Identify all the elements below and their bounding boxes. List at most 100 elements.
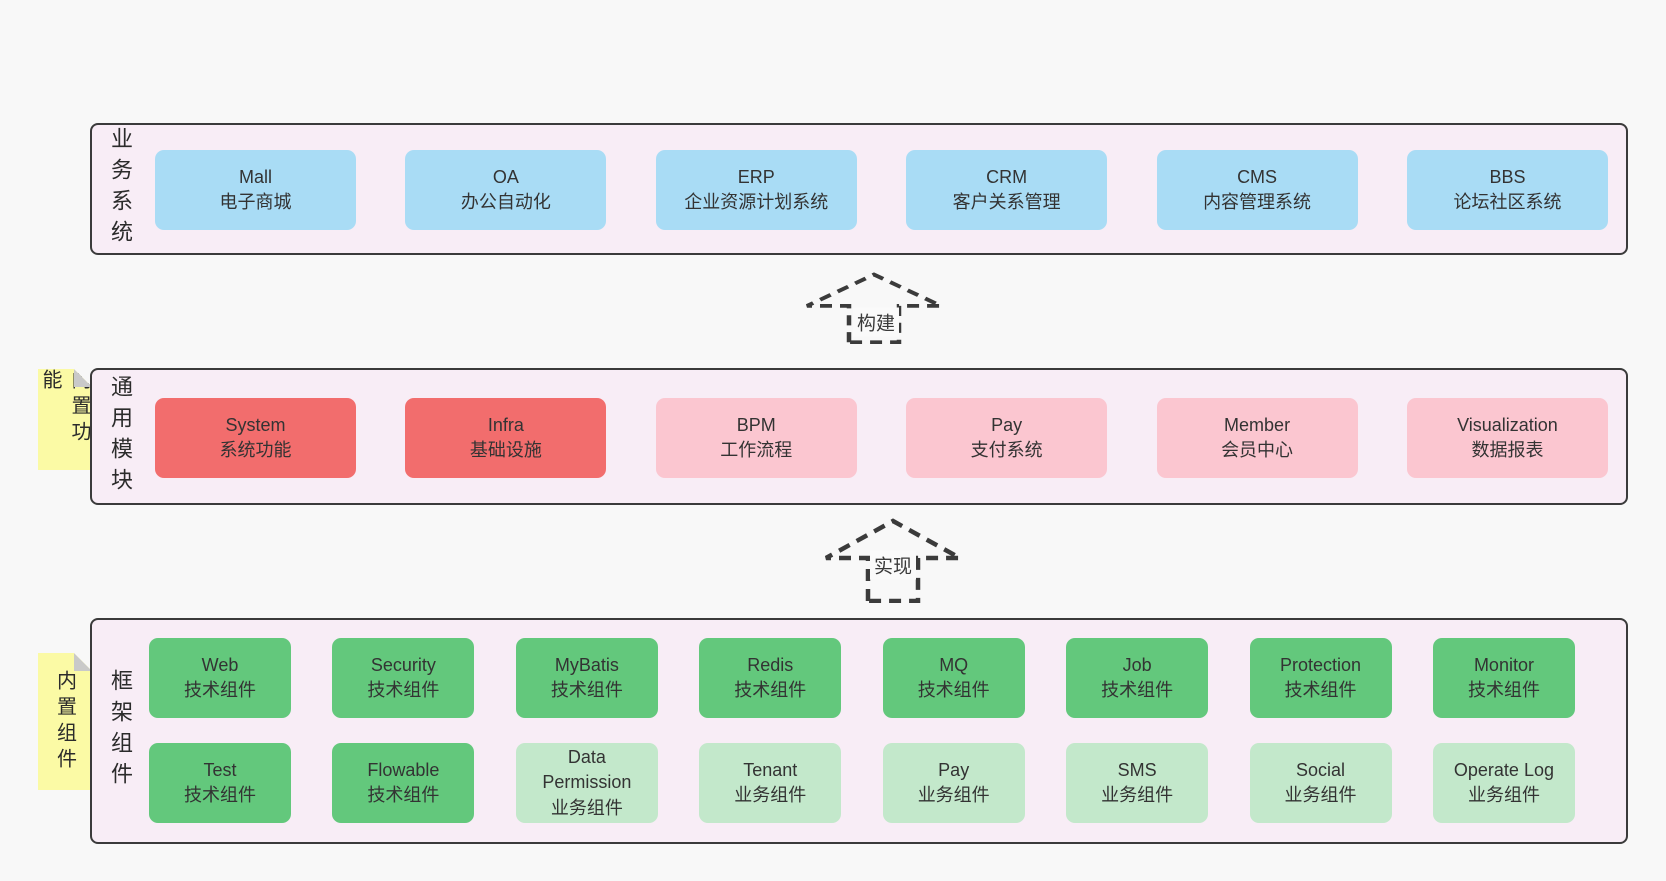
module-box-bbs: BBS 论坛社区系统 — [1406, 150, 1608, 230]
box-subtitle: 企业资源计划系统 — [684, 192, 829, 212]
box-title: BBS — [1489, 166, 1526, 187]
sticky-note-built-in-features: 内置功能 — [38, 369, 92, 470]
box-subtitle: 会员中心 — [1221, 440, 1294, 460]
box-title: Social — [1296, 759, 1346, 780]
module-box-mq: MQ 技术组件 — [882, 638, 1025, 718]
box-subtitle: 技术组件 — [367, 680, 440, 700]
box-title: CMS — [1237, 166, 1278, 187]
box-title: Security — [370, 654, 436, 675]
box-subtitle: 技术组件 — [734, 680, 807, 700]
box-subtitle: 技术组件 — [184, 680, 256, 700]
box-title: MQ — [939, 654, 969, 675]
box-subtitle: 工作流程 — [720, 440, 793, 460]
box-title: OA — [492, 166, 519, 187]
module-box-social: Social 业务组件 — [1249, 743, 1392, 823]
box-title: Test — [203, 759, 237, 780]
box-subtitle: 技术组件 — [1101, 680, 1174, 700]
box-title: Job — [1122, 654, 1152, 675]
module-box-monitor: Monitor 技术组件 — [1432, 638, 1575, 718]
box-subtitle: 论坛社区系统 — [1453, 192, 1562, 212]
module-box-test: Test 技术组件 — [149, 743, 291, 823]
box-title: CRM — [986, 166, 1028, 187]
box-title: Pay — [991, 414, 1023, 435]
module-box-security: Security 技术组件 — [332, 638, 475, 718]
box-title: Pay — [938, 759, 970, 780]
module-box-mall: Mall 电子商城 — [155, 150, 356, 230]
module-box-redis: Redis 技术组件 — [699, 638, 842, 718]
box-title: Infra — [487, 414, 524, 435]
module-box-crm: CRM 客户关系管理 — [906, 150, 1108, 230]
box-title: Operate Log — [1453, 759, 1554, 780]
module-box-pay: Pay 业务组件 — [882, 743, 1025, 823]
box-title: Monitor — [1473, 654, 1534, 675]
box-subtitle: 业务组件 — [1284, 785, 1357, 805]
module-box-visualization: Visualization 数据报表 — [1406, 398, 1608, 478]
module-box-system: System 系统功能 — [155, 398, 356, 478]
modules-boxes-row: System 系统功能 Infra 基础设施 BPM 工作流程 Pay 支付系统 Member 会… — [155, 398, 1608, 478]
box-subtitle: 客户关系管理 — [952, 192, 1061, 212]
arrow-label-build: 构建 — [852, 307, 900, 337]
box-subtitle: 数据报表 — [1471, 440, 1544, 460]
box-subtitle: 技术组件 — [550, 680, 623, 700]
layer-label-components: 框架组件 — [108, 669, 133, 793]
module-box-flowable: Flowable 技术组件 — [332, 743, 475, 823]
arrow-label-implement: 实现 — [869, 550, 917, 580]
box-subtitle: 系统功能 — [219, 440, 292, 460]
module-box-infra: Infra 基础设施 — [405, 398, 607, 478]
box-title: Mall — [238, 166, 272, 187]
module-box-sms: SMS 业务组件 — [1066, 743, 1209, 823]
business-boxes-row: Mall 电子商城 OA 办公自动化 ERP 企业资源计划系统 CRM 客户关系管理 CMS 内容… — [155, 150, 1608, 230]
box-subtitle: 技术组件 — [1467, 680, 1540, 700]
box-subtitle: 内容管理系统 — [1203, 192, 1312, 212]
module-box-job: Job 技术组件 — [1066, 638, 1209, 718]
box-title: Data Permission — [542, 747, 632, 793]
box-title: Member — [1224, 414, 1291, 435]
sticky-note-built-in-components: 内置组件 — [38, 653, 92, 790]
layer-label-modules: 通用模块 — [108, 374, 133, 499]
box-subtitle: 办公自动化 — [460, 192, 551, 212]
box-title: Web — [201, 654, 239, 675]
up-arrow-icon — [804, 272, 944, 344]
box-title: ERP — [737, 166, 775, 187]
module-box-oa: OA 办公自动化 — [405, 150, 607, 230]
module-box-cms: CMS 内容管理系统 — [1156, 150, 1358, 230]
box-subtitle: 技术组件 — [1284, 680, 1357, 700]
module-box-protection: Protection 技术组件 — [1249, 638, 1392, 718]
module-box-pay: Pay 支付系统 — [906, 398, 1108, 478]
box-subtitle: 技术组件 — [184, 785, 256, 805]
box-title: Flowable — [367, 759, 440, 780]
module-box-tenant: Tenant 业务组件 — [699, 743, 842, 823]
module-box-erp: ERP 企业资源计划系统 — [655, 150, 857, 230]
box-subtitle: 技术组件 — [367, 785, 440, 805]
box-subtitle: 支付系统 — [970, 440, 1043, 460]
box-title: Tenant — [743, 759, 798, 780]
box-subtitle: 业务组件 — [917, 785, 990, 805]
module-box-data-permission: Data Permission 业务组件 — [515, 743, 658, 823]
box-subtitle: 业务组件 — [1467, 785, 1540, 805]
box-subtitle: 电子商城 — [219, 192, 292, 212]
module-box-operate-log: Operate Log 业务组件 — [1432, 743, 1575, 823]
box-title: Visualization — [1457, 414, 1558, 435]
module-box-mybatis: MyBatis 技术组件 — [515, 638, 658, 718]
box-title: Protection — [1280, 654, 1362, 675]
box-subtitle: 业务组件 — [550, 797, 623, 818]
module-box-member: Member 会员中心 — [1156, 398, 1358, 478]
box-title: BPM — [736, 414, 776, 435]
module-box-bpm: BPM 工作流程 — [655, 398, 857, 478]
layer-common-modules: 通用模块 System 系统功能 Infra 基础设施 BPM 工作流程 Pay 支付系统 Me… — [90, 368, 1628, 505]
box-title: Redis — [747, 654, 794, 675]
box-subtitle: 业务组件 — [1101, 785, 1174, 805]
box-title: MyBatis — [554, 654, 619, 675]
box-title: SMS — [1117, 759, 1157, 780]
up-arrow-icon — [823, 518, 963, 603]
box-subtitle: 业务组件 — [734, 785, 807, 805]
module-box-web: Web 技术组件 — [149, 638, 291, 718]
box-title: System — [225, 414, 286, 435]
box-subtitle: 技术组件 — [917, 680, 990, 700]
box-subtitle: 基础设施 — [469, 440, 542, 460]
